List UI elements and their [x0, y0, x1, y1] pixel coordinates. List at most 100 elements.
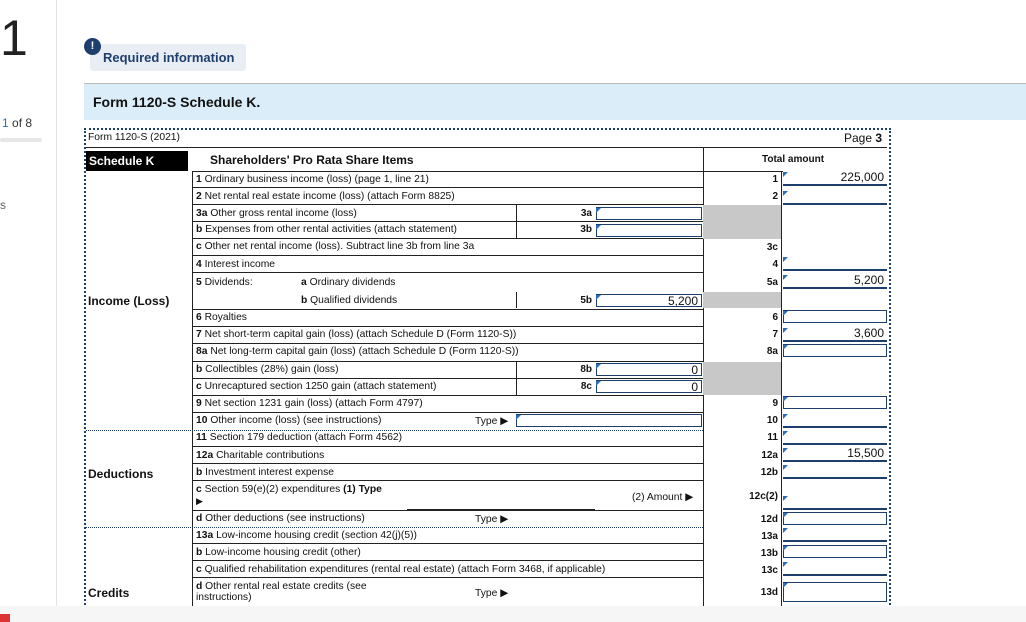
shaded-block — [703, 362, 781, 395]
code-10: 10 — [766, 415, 778, 426]
flag-icon — [783, 546, 788, 551]
amount-12d[interactable] — [783, 512, 887, 525]
flag-icon — [783, 328, 788, 333]
amount-13a[interactable] — [783, 527, 887, 542]
line-12a-label: 12a Charitable contributions — [196, 450, 325, 461]
code-3c: 3c — [766, 242, 778, 253]
code-3a: 3a — [580, 208, 592, 219]
section-separator — [86, 527, 703, 528]
amount-9[interactable] — [783, 396, 887, 409]
amount-5a[interactable]: 5,200 — [783, 274, 887, 289]
flag-icon — [783, 528, 788, 533]
total-amount-header: Total amount — [762, 154, 825, 165]
subline-divider — [516, 205, 517, 239]
row-rule — [192, 446, 703, 447]
amount-12a[interactable]: 15,500 — [783, 447, 887, 462]
flag-icon — [596, 295, 601, 300]
section-deductions: Deductions — [88, 467, 154, 481]
amount-13c[interactable] — [783, 561, 887, 576]
row-rule — [192, 187, 703, 188]
input-8b[interactable]: 0 — [596, 363, 702, 376]
amount-8a[interactable] — [783, 344, 887, 357]
label-column-line — [192, 171, 193, 606]
input-5b[interactable]: 5,200 — [596, 294, 702, 307]
line-12d-label: d Other deductions (see instructions) — [196, 513, 365, 524]
input-3b[interactable] — [596, 224, 702, 237]
line-4-label: 4 Interest income — [196, 259, 276, 270]
red-indicator — [0, 614, 10, 622]
row-rule — [192, 577, 703, 578]
code-13c: 13c — [761, 565, 778, 576]
page-title: Form 1120-S Schedule K. — [93, 94, 261, 110]
type-input-10[interactable] — [516, 414, 702, 427]
row-rule — [192, 272, 703, 273]
form-frame — [84, 128, 891, 608]
line-11-label: 11 Section 179 deduction (attach Form 45… — [196, 432, 403, 443]
code-2: 2 — [772, 191, 778, 202]
question-number: 1 — [0, 10, 28, 66]
amount-11[interactable] — [783, 430, 887, 445]
row-rule — [192, 238, 703, 239]
code-13d: 13d — [760, 587, 778, 598]
flag-icon — [783, 257, 788, 262]
page-word: Page — [844, 131, 873, 145]
required-info-label[interactable]: Required information — [103, 50, 235, 65]
row-rule — [192, 412, 703, 413]
code-13a: 13a — [761, 531, 778, 542]
code-9: 9 — [772, 398, 778, 409]
flag-icon — [783, 583, 788, 588]
code-13b: 13b — [760, 548, 778, 559]
line-8a-label: 8a Net long-term capital gain (loss) (at… — [196, 346, 519, 357]
question-pager: 1 of 8 — [2, 116, 32, 130]
amount-12c2[interactable] — [783, 495, 887, 510]
code-12b: 12b — [760, 467, 778, 478]
line-10-label: 10 Other income (loss) (see instructions… — [196, 415, 382, 426]
amount-10[interactable] — [783, 413, 887, 428]
type-line-12c — [407, 509, 595, 510]
input-3a[interactable] — [596, 207, 702, 220]
line-13c-label: c Qualified rehabilitation expenditures … — [196, 564, 606, 575]
page-label: Page 3 — [844, 131, 882, 145]
line-1-label: 1 Ordinary business income (loss) (page … — [196, 174, 429, 185]
input-8c[interactable]: 0 — [596, 380, 702, 393]
type-label-10: Type ▶ — [475, 416, 509, 427]
code-8a: 8a — [766, 346, 778, 357]
section-credits: Credits — [88, 586, 130, 600]
required-info-badge[interactable] — [90, 44, 246, 71]
code-8b: 8b — [580, 364, 592, 375]
amount-6[interactable] — [783, 310, 887, 323]
row-rule — [192, 326, 703, 327]
amount-7[interactable]: 3,600 — [783, 327, 887, 342]
row-rule — [192, 343, 703, 344]
form-id: Form 1120-S (2021) — [88, 132, 180, 143]
amount-13d[interactable] — [783, 582, 887, 602]
flag-icon — [783, 191, 788, 196]
code-12c2: 12c(2) — [749, 491, 778, 502]
page-number: 3 — [875, 131, 883, 145]
form-rule — [86, 147, 887, 148]
amount-13b[interactable] — [783, 545, 887, 558]
row-rule — [192, 221, 703, 222]
flag-icon — [783, 311, 788, 316]
code-5b: 5b — [580, 295, 592, 306]
amount-12b[interactable] — [783, 464, 887, 479]
type-label-13d: Type ▶ — [475, 588, 509, 599]
row-rule — [192, 543, 703, 544]
row-rule — [192, 309, 703, 310]
code-11: 11 — [767, 432, 778, 443]
amount-4[interactable] — [783, 256, 887, 271]
line-12b-label: b Investment interest expense — [196, 467, 334, 478]
flag-icon — [783, 513, 788, 518]
amount-2[interactable] — [783, 190, 887, 205]
left-panel-fragment: s — [0, 198, 6, 212]
code-8c: 8c — [580, 381, 592, 392]
subline-divider — [516, 292, 517, 308]
pager-current[interactable]: 1 — [2, 116, 9, 130]
line-3b-label: b Expenses from other rental activities … — [196, 224, 457, 235]
flag-icon — [596, 381, 601, 386]
flag-icon — [783, 465, 788, 470]
line-5-label: 5 Dividends: — [196, 277, 253, 288]
code-7: 7 — [772, 329, 778, 340]
code-12d: 12d — [760, 514, 778, 525]
amount-1[interactable]: 225,000 — [783, 171, 887, 186]
